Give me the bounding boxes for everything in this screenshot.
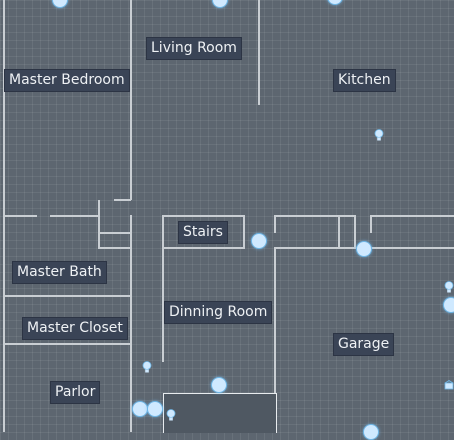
wall-garage-left — [274, 247, 276, 393]
room-label-stairs[interactable]: Stairs — [178, 221, 228, 244]
wall-bedroom-bottom-b — [50, 215, 98, 217]
wall-kitchen-v1 — [274, 215, 276, 233]
device-dot-icon[interactable] — [147, 401, 163, 417]
sensor-icon[interactable] — [444, 380, 454, 390]
wall-kitchen-bottom-a — [274, 215, 354, 217]
wall-bedroom-right — [130, 0, 132, 200]
device-dot-icon[interactable] — [212, 0, 228, 8]
wall-hall-h1 — [98, 232, 131, 234]
lightbulb-icon[interactable] — [142, 361, 152, 374]
wall-hall-v1 — [98, 200, 100, 248]
device-dot-icon[interactable] — [211, 377, 227, 393]
device-dot-icon[interactable] — [132, 401, 148, 417]
device-dot-icon[interactable] — [52, 0, 68, 8]
room-label-master-bedroom[interactable]: Master Bedroom — [4, 69, 130, 92]
lightbulb-icon[interactable] — [166, 409, 176, 422]
garage-door-area — [163, 393, 277, 433]
wall-stairs-right — [243, 215, 245, 249]
room-label-kitchen[interactable]: Kitchen — [333, 69, 396, 92]
lightbulb-icon[interactable] — [374, 129, 384, 142]
wall-bath-bottom — [3, 295, 131, 297]
wall-stairs-left — [162, 215, 164, 362]
wall-stairs-bottom — [162, 247, 244, 249]
room-label-living-room[interactable]: Living Room — [146, 37, 242, 60]
device-dot-icon[interactable] — [363, 424, 379, 440]
room-label-master-bath[interactable]: Master Bath — [12, 261, 107, 284]
wall-kitchen-bottom-b — [370, 215, 454, 217]
wall-kitchen-v3 — [354, 215, 356, 249]
wall-bedroom-bottom-a — [3, 215, 37, 217]
wall-kitchen-left — [258, 0, 260, 105]
room-label-master-closet[interactable]: Master Closet — [22, 317, 128, 340]
wall-bedroom-stub — [114, 199, 131, 201]
wall-closet-bottom — [3, 343, 131, 345]
device-dot-icon[interactable] — [356, 241, 372, 257]
wall-hall-v2 — [130, 215, 132, 432]
device-dot-icon[interactable] — [251, 233, 267, 249]
device-dot-icon[interactable] — [327, 0, 343, 5]
wall-stairs-top — [162, 215, 244, 217]
room-label-parlor[interactable]: Parlor — [50, 381, 101, 404]
room-label-dinning-room[interactable]: Dinning Room — [164, 301, 273, 324]
room-label-garage[interactable]: Garage — [333, 333, 395, 356]
wall-hall-h2 — [98, 247, 131, 249]
lightbulb-icon[interactable] — [444, 281, 454, 294]
wall-kitchen-v4 — [370, 215, 372, 233]
device-dot-icon[interactable] — [443, 297, 454, 313]
wall-kitchen-v2 — [338, 215, 340, 249]
